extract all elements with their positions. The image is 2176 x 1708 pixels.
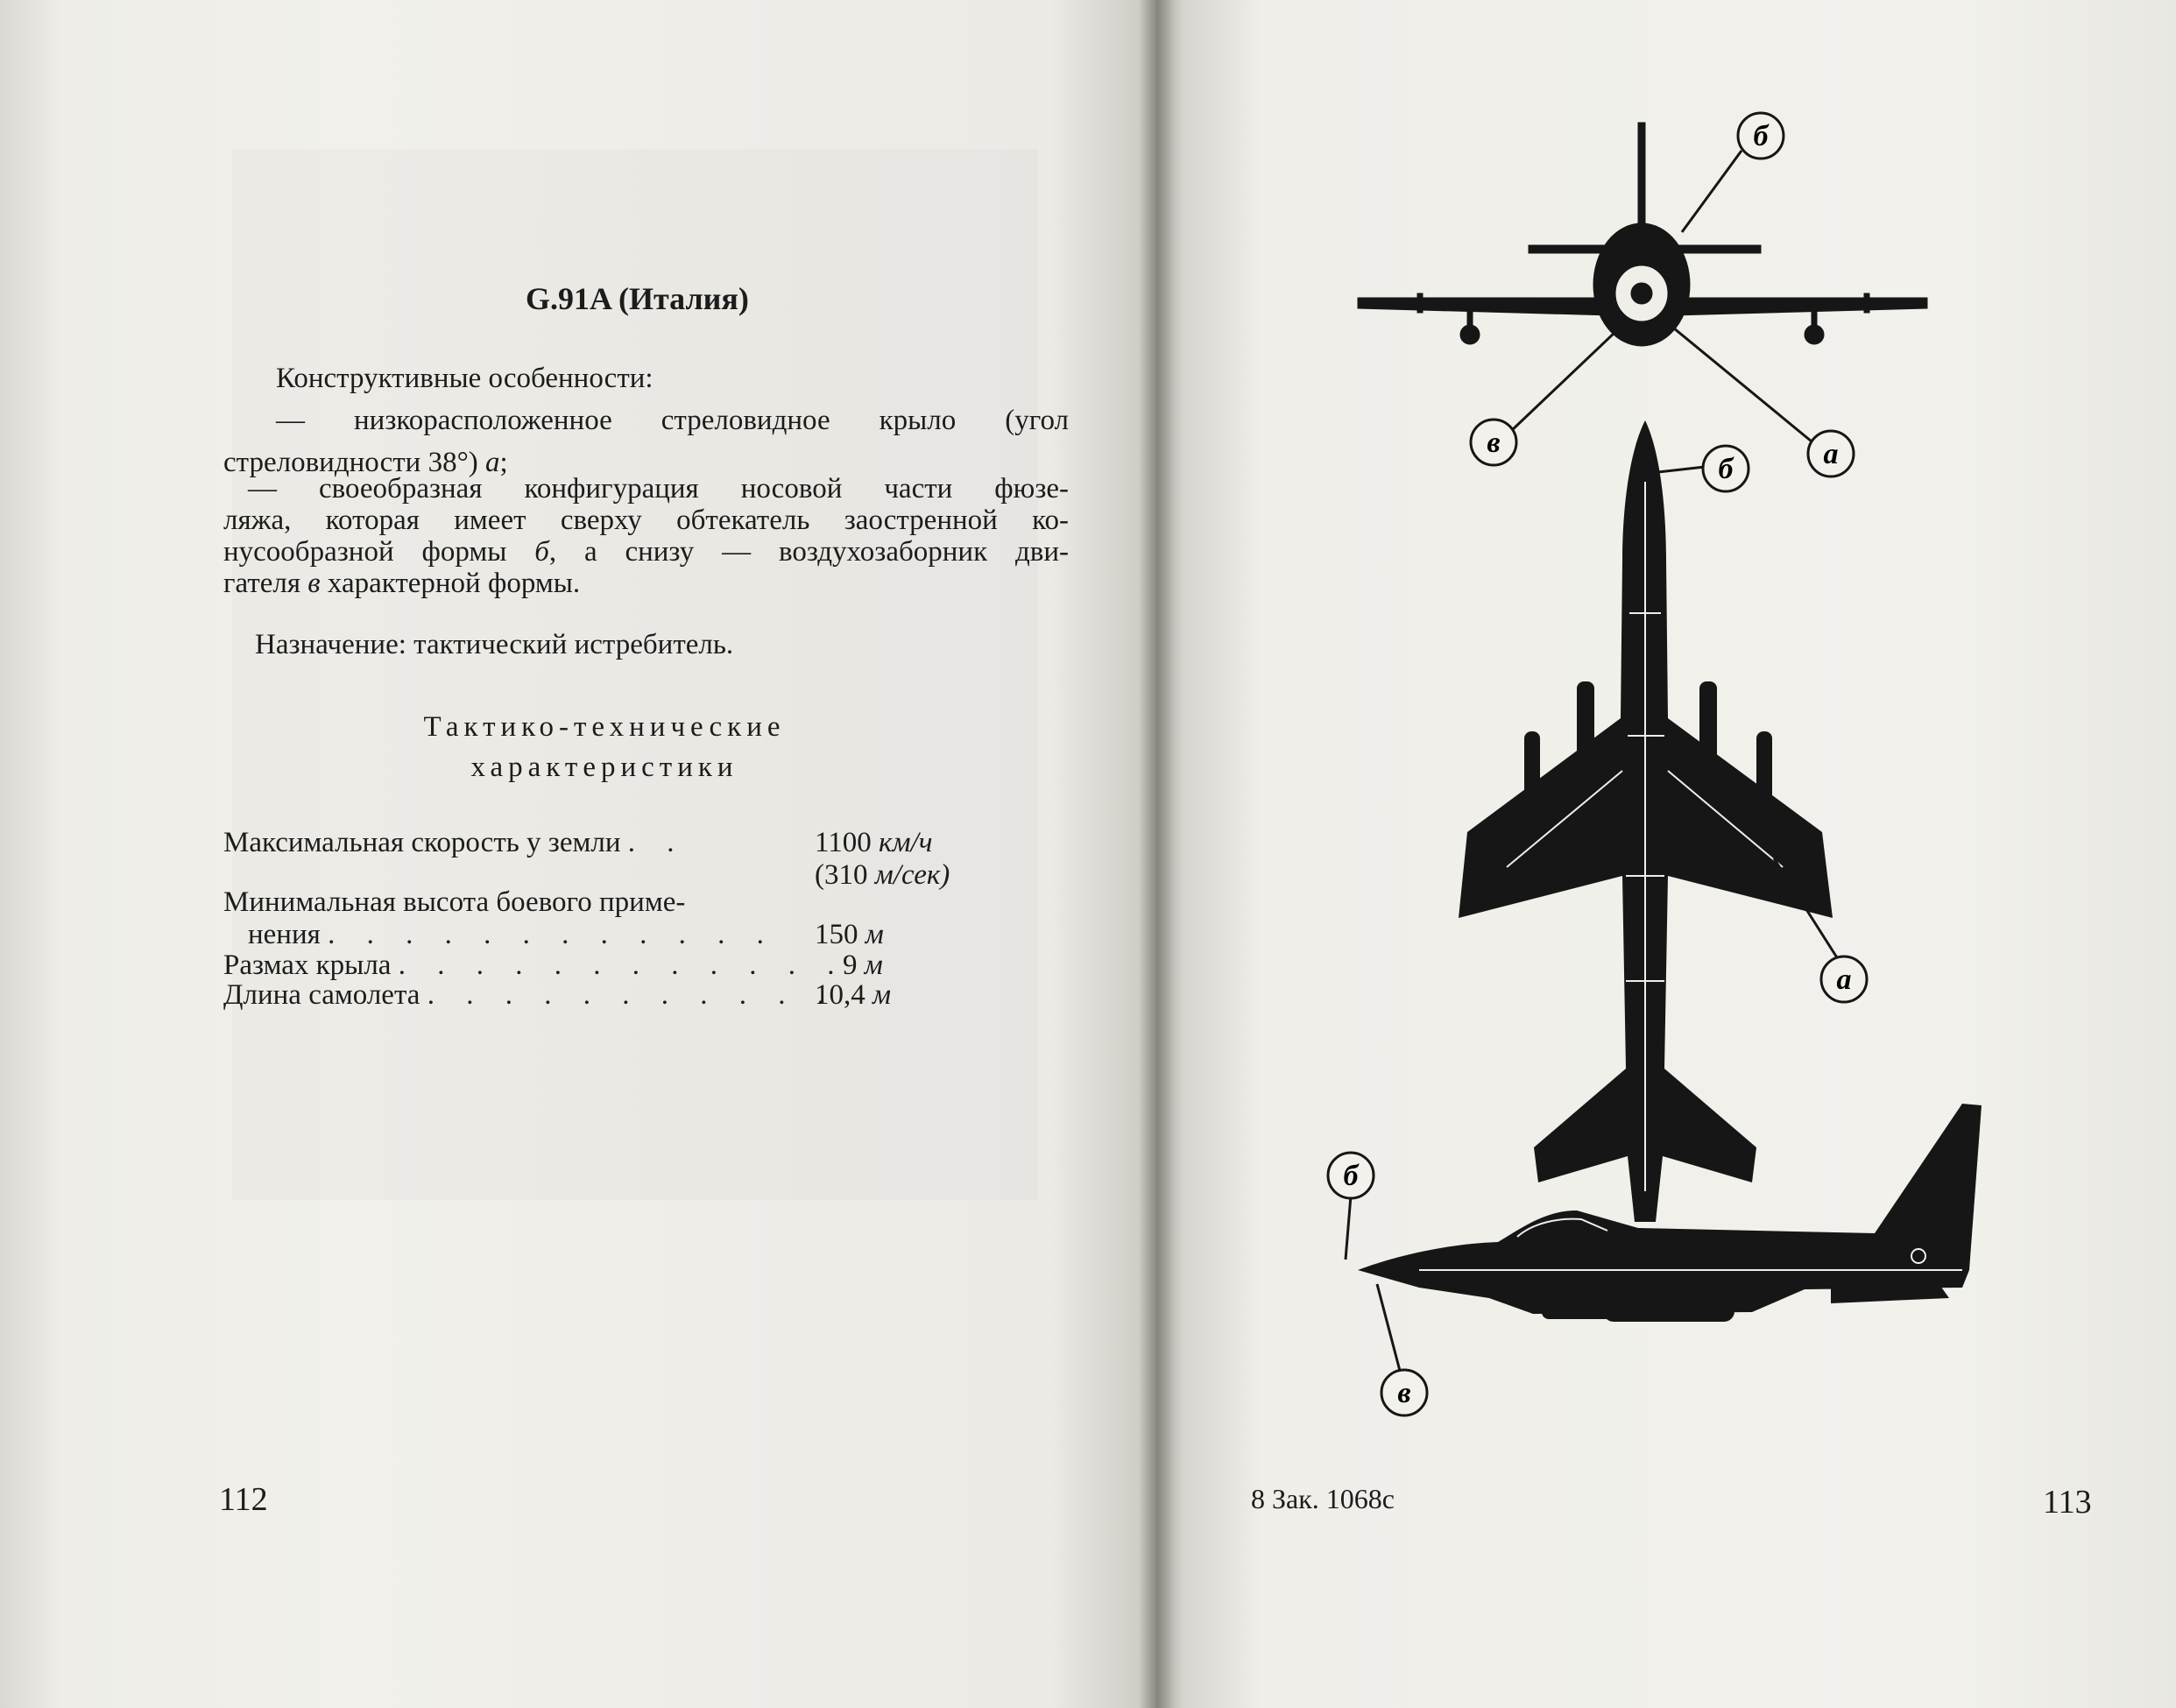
spec-extra-unit: м/сек) [874, 859, 950, 891]
callout-b-front: б [1736, 111, 1785, 160]
feature-2-letter-b: б [534, 536, 549, 568]
spec-label: Максимальная скорость у земли [223, 827, 621, 858]
spec-row-speed: Максимальная скорость у земли . . [223, 827, 907, 859]
callout-v-side: в [1380, 1368, 1429, 1417]
feature-2-line3: нусообразной формы б, а снизу — воздухоз… [223, 536, 1069, 568]
feature-2-letter-v: в [307, 568, 321, 599]
spec-value-speed: 1100 км/ч [815, 827, 932, 859]
left-page: G.91A (Италия) Конструктивные особенност… [0, 0, 1156, 1708]
feature-2-line4: гателя в характерной формы. [223, 568, 1069, 599]
spec-value: 10,4 [815, 979, 865, 1011]
callout-a-plan: а [1819, 955, 1869, 1004]
spec-unit: км/ч [879, 827, 933, 858]
side-view [1358, 1104, 1982, 1322]
feature-2-line3a: нусообразной формы [223, 536, 507, 568]
feature-1: — низкорасположенное стреловидное крыло … [223, 399, 1069, 483]
page-number-right: 113 [2043, 1484, 2092, 1521]
front-view [1357, 122, 1928, 347]
feature-2-line4a: гателя [223, 568, 301, 599]
spec-leader: . . . . . . . . . . . . [328, 919, 776, 950]
callout-v-side-label: в [1397, 1377, 1410, 1409]
feature-1-line2-text: стреловидности 38°) [223, 447, 478, 478]
spec-value-altitude: 150 м [815, 919, 884, 951]
callout-v-front-label: в [1487, 427, 1500, 459]
callout-b-front-label: б [1754, 120, 1770, 152]
feature-1-letter: а [485, 447, 500, 478]
page-number-left: 112 [219, 1481, 268, 1518]
spec-row-wingspan: Размах крыла . . . . . . . . . . . . [223, 949, 907, 982]
callout-b-side: б [1326, 1151, 1375, 1200]
spec-value-speed-ms: (310 м/сек) [815, 859, 950, 892]
feature-2-line3b: , а снизу — воздухозаборник дви- [548, 536, 1069, 568]
bleed-through-shadow [232, 149, 1038, 1200]
specs-title-line1: Тактико-технические [423, 711, 786, 743]
features-heading: Конструктивные особенности: [223, 357, 1069, 399]
spec-leader: . . [627, 827, 687, 858]
callout-labels: б в а б а б в [1326, 111, 1869, 1417]
spec-leader: . . . . . . . . . . . . [398, 949, 847, 981]
callouts-side [1344, 1195, 1402, 1372]
spec-unit: м [865, 919, 884, 950]
spec-label: нения [248, 919, 321, 950]
aircraft-three-view: б в а б а б в [1326, 111, 1982, 1417]
callout-v-front: в [1469, 418, 1518, 467]
spec-label: Размах крыла [223, 949, 392, 981]
side-view-details [1419, 1217, 1962, 1271]
spec-unit: м [873, 979, 892, 1011]
spec-leader: . . . . . . . . . . . [427, 979, 837, 1011]
feature-2-line1: — своеобразная конфигурация носовой част… [248, 473, 1069, 505]
print-order-note: 8 Зак. 1068с [1251, 1483, 1395, 1514]
spec-value: 9 [843, 949, 858, 981]
spec-row-altitude-line1: Минимальная высота боевого приме- [223, 886, 686, 918]
callout-b-side-label: б [1344, 1160, 1360, 1192]
feature-2: — своеобразная конфигурация носовой част… [223, 473, 1069, 599]
feature-1-semicolon: ; [499, 447, 508, 478]
spec-value: 150 [815, 919, 858, 950]
aircraft-title: G.91A (Италия) [526, 281, 749, 316]
spec-value-length: 10,4 м [815, 979, 891, 1012]
feature-1-line2: стреловидности 38°) а; [223, 441, 1069, 483]
plan-view-panel-lines [1506, 482, 1784, 1191]
purpose-text: Назначение: тактический истребитель. [255, 629, 734, 660]
spec-value-wingspan: 9 м [843, 949, 883, 982]
spec-value: 1100 [815, 827, 872, 858]
callout-a-front: а [1806, 429, 1855, 478]
specs-title-line2: характеристики [470, 752, 738, 783]
spec-extra-value: (310 [815, 859, 868, 891]
purpose: Назначение: тактический истребитель. [223, 624, 1069, 666]
gutter-shadow [1139, 0, 1174, 1708]
spec-row-altitude: нения . . . . . . . . . . . . [248, 919, 931, 951]
callout-a-plan-label: а [1837, 963, 1852, 996]
spec-row-length: Длина самолета . . . . . . . . . . . [223, 979, 907, 1012]
feature-2-line2: ляжа, которая имеет сверху обтекатель за… [223, 505, 1069, 536]
callouts-front [1509, 150, 1812, 443]
feature-2-line4b: характерной формы. [327, 568, 581, 599]
features-heading-text: Конструктивные особенности: [276, 363, 654, 394]
feature-1-line1: — низкорасположенное стреловидное крыло … [276, 405, 1069, 436]
spec-label: Длина самолета [223, 979, 420, 1011]
callout-a-front-label: а [1824, 438, 1839, 470]
callout-b-plan: б [1701, 444, 1750, 493]
spec-unit: м [864, 949, 883, 981]
callout-b-plan-label: б [1719, 453, 1735, 485]
